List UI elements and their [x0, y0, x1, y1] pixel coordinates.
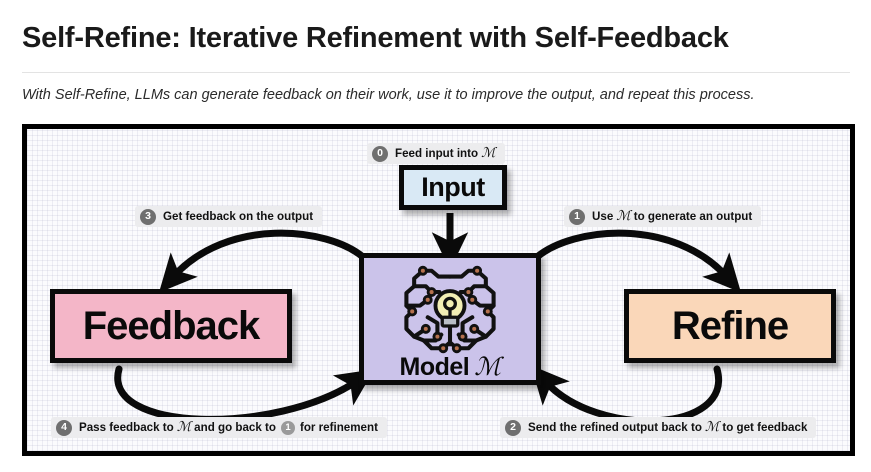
step-label-4: 4 Pass feedback to ℳ and go back to 1 fo…	[51, 417, 387, 438]
step-1-symbol: ℳ	[616, 207, 631, 224]
node-refine: Refine	[624, 289, 836, 363]
node-input-label: Input	[421, 172, 485, 202]
step-4-symbol: ℳ	[176, 418, 192, 435]
step-text-1: Use ℳ to generate an output	[592, 207, 753, 224]
arrow-refine-to-model	[530, 365, 723, 425]
step-badge-1: 1	[569, 208, 585, 225]
step-badge-4: 4	[56, 419, 72, 436]
node-feedback-label: Feedback	[82, 303, 261, 348]
step-text-3: Get feedback on the output	[163, 211, 313, 223]
step-badge-2: 2	[505, 419, 521, 436]
brain-circuit-lightbulb-icon	[404, 265, 496, 354]
step-2-text-before: Send the refined output back to	[528, 420, 702, 434]
diagram-figure: 0 Feed input into ℳ 3 Get feedback on th…	[22, 124, 855, 456]
node-feedback: Feedback	[50, 289, 292, 363]
header-divider	[22, 72, 850, 73]
step-2-symbol: ℳ	[704, 418, 720, 435]
step-label-2: 2 Send the refined output back to ℳ to g…	[500, 417, 817, 438]
step-label-3: 3 Get feedback on the output	[135, 206, 323, 227]
page-title: Self-Refine: Iterative Refinement with S…	[22, 22, 729, 54]
node-input: Input	[399, 165, 507, 210]
page-subtitle: With Self-Refine, LLMs can generate feed…	[22, 87, 755, 103]
step-1-text-after: to generate an output	[633, 209, 753, 223]
node-refine-label: Refine	[671, 303, 789, 348]
step-1-text-before: Use	[592, 209, 614, 223]
step-4-text-before: Pass feedback to	[79, 420, 174, 434]
node-model-text: Model	[399, 353, 470, 381]
step-4-text-mid: and go back to	[194, 420, 276, 434]
arrow-model-to-feedback	[158, 229, 367, 293]
node-model-symbol: ℳ	[474, 352, 501, 381]
step-badge-3: 3	[140, 208, 156, 225]
step-text-2: Send the refined output back to ℳ to get…	[528, 418, 808, 435]
step-4-inline-badge: 1	[280, 420, 295, 435]
step-4-text-after: for refinement	[299, 420, 378, 434]
step-0-text-before: Feed input into	[395, 146, 479, 160]
step-0-symbol: ℳ	[481, 144, 496, 161]
step-3-text-before: Get feedback on the output	[163, 209, 314, 223]
step-2-text-after: to get feedback	[722, 420, 808, 434]
step-label-0: 0 Feed input into ℳ	[367, 143, 505, 164]
arrow-feedback-to-model	[114, 365, 375, 423]
step-badge-0: 0	[372, 145, 388, 162]
step-label-1: 1 Use ℳ to generate an output	[564, 206, 762, 227]
diagram-canvas: 0 Feed input into ℳ 3 Get feedback on th…	[27, 129, 850, 451]
step-text-0: Feed input into ℳ	[395, 144, 496, 161]
step-text-4: Pass feedback to ℳ and go back to 1 for …	[79, 418, 378, 435]
arrow-model-to-refine	[533, 229, 742, 293]
